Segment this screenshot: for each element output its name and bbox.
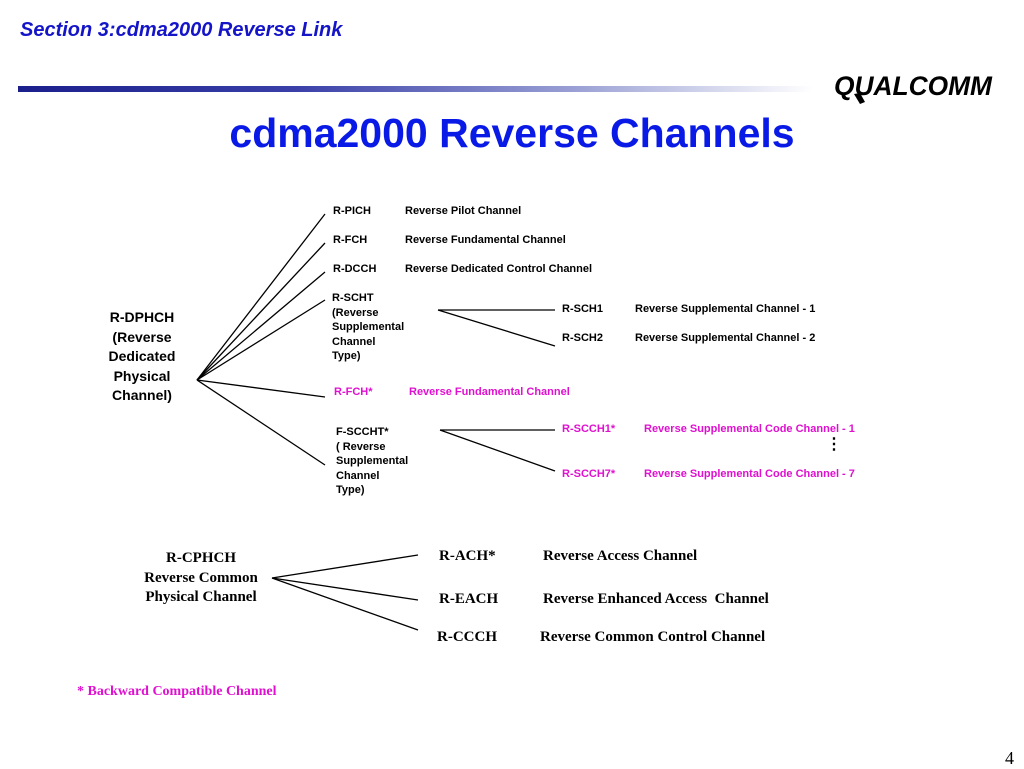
section-title: Section 3:cdma2000 Reverse Link [20,19,343,41]
f-sccht-label: F-SCCHT* ( Reverse Supplemental Channel … [336,426,409,497]
channel-code-rccch: R-CCCH [437,629,497,645]
line-sccht-bottom [439,429,556,472]
line-to-rccch [271,577,419,631]
channel-name-rscch1: Reverse Supplemental Code Channel - 1 [644,423,855,435]
r-scht-label: R-SCHT (Reverse Supplemental Channel Typ… [332,292,405,363]
channel-name-rscch7: Reverse Supplemental Code Channel - 7 [644,468,855,480]
page-title: cdma2000 Reverse Channels [229,110,795,156]
channel-code-rsch2: R-SCH2 [562,332,603,344]
line-to-rach [271,554,419,579]
channel-name-rfch-star: Reverse Fundamental Channel [409,386,570,398]
channel-name-reach: Reverse Enhanced Access Channel [543,591,769,607]
channel-name-rsch2: Reverse Supplemental Channel - 2 [635,332,816,344]
channel-name-rccch: Reverse Common Control Channel [540,629,766,645]
line-to-rfch [196,242,326,381]
page-number: 4 [1005,748,1014,768]
channel-code-rdcch: R-DCCH [333,263,377,275]
ellipsis-vertical: ⋮ [826,436,842,453]
channel-code-rach: R-ACH* [439,548,496,564]
r-dphch-root: R-DPHCH (Reverse Dedicated Physical Chan… [108,309,176,403]
line-to-rdcch [196,271,326,381]
channel-code-rfch-star: R-FCH* [334,386,373,398]
footnote: * Backward Compatible Channel [77,684,277,699]
channel-code-rpich: R-PICH [333,205,371,217]
channel-name-rdcch: Reverse Dedicated Control Channel [405,263,593,275]
line-to-reach [271,577,419,601]
line-scht-bottom [437,309,556,347]
channel-code-rsch1: R-SCH1 [562,303,603,315]
qualcomm-logo: QUALCOMM [834,71,992,104]
channel-code-reach: R-EACH [439,591,499,607]
channel-code-rscch7: R-SCCH7* [562,468,616,480]
channel-name-rpich: Reverse Pilot Channel [405,205,522,217]
line-to-rscht [196,299,326,381]
channel-name-rach: Reverse Access Channel [543,548,698,564]
r-cphch-root: R-CPHCH Reverse Common Physical Channel [144,550,258,605]
line-to-fsccht [196,379,326,466]
channel-name-rfch: Reverse Fundamental Channel [405,234,566,246]
channel-name-rsch1: Reverse Supplemental Channel - 1 [635,303,816,315]
channel-code-rfch: R-FCH [333,234,368,246]
header-divider [18,86,813,92]
channel-code-rscch1: R-SCCH1* [562,423,616,435]
line-to-rpich [196,213,326,381]
line-to-rfch-star [196,379,326,398]
